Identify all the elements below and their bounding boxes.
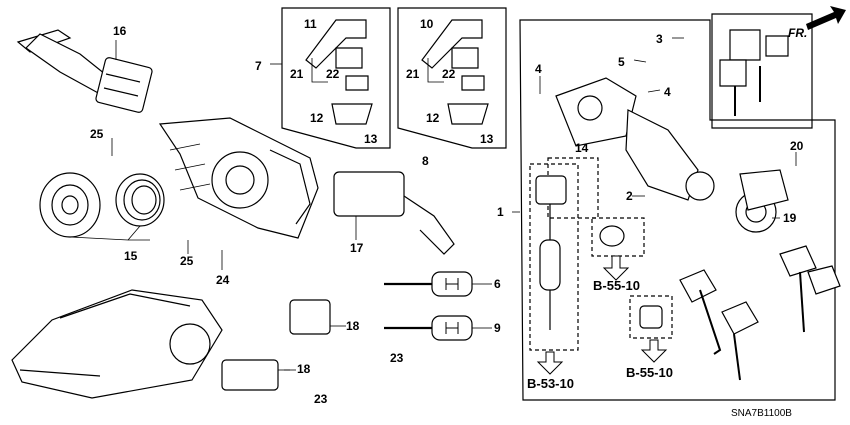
callout-23-b: 23: [314, 392, 328, 406]
spare-keys-part: [679, 245, 841, 381]
callout-23-a: 23: [390, 351, 404, 365]
callout-10: 10: [420, 17, 434, 31]
callout-21-a: 21: [290, 67, 304, 81]
door-cylinder-part: [221, 299, 340, 391]
master-keys-part: [719, 29, 789, 116]
leader-lines: [111, 37, 797, 371]
down-arrow-icon: [536, 351, 564, 375]
wiper-switch-part: [333, 171, 455, 255]
callout-21-b: 21: [406, 67, 420, 81]
callout-11: 11: [304, 17, 317, 31]
callout-13-a: 13: [364, 132, 378, 146]
direction-arrow-icon: [806, 6, 846, 30]
key-set-frame-8: [397, 7, 507, 149]
key-set-frame-7: [281, 7, 391, 149]
callout-1: 1: [497, 205, 504, 219]
callout-9: 9: [494, 321, 501, 335]
shift-cable-part: [535, 175, 567, 330]
callout-4-b: 4: [664, 85, 671, 99]
diagram-code: SNA7B1100B: [731, 408, 792, 419]
key-cylinder-part: [39, 172, 165, 241]
callout-18-b: 18: [297, 362, 311, 376]
callout-3: 3: [656, 32, 663, 46]
callout-5: 5: [618, 55, 625, 69]
callout-22-b: 22: [442, 67, 456, 81]
combination-switch-part: [16, 29, 153, 113]
reference-b-53-10: B-53-10: [527, 376, 574, 391]
callout-12-b: 12: [426, 111, 440, 125]
dashed-frame-cylinder: [629, 295, 673, 339]
callout-16: 16: [113, 24, 127, 38]
callout-12-a: 12: [310, 111, 324, 125]
callout-15: 15: [124, 249, 138, 263]
callout-8: 8: [422, 154, 429, 168]
assembly-frame-1: [519, 19, 836, 401]
key-switch-part: [599, 225, 625, 247]
ignition-lock-part: [555, 77, 715, 201]
callout-25-b: 25: [180, 254, 194, 268]
callout-18-a: 18: [346, 319, 360, 333]
key-frame-small: [711, 13, 813, 129]
callout-6: 6: [494, 277, 501, 291]
blank-keys-part: [384, 271, 484, 341]
ignition-cylinder-part: [735, 169, 789, 233]
callout-2: 2: [626, 189, 633, 203]
remote-keys-part: [305, 19, 489, 125]
callout-24: 24: [216, 273, 230, 287]
honda-logo-icon: [445, 278, 459, 334]
callout-20: 20: [790, 139, 804, 153]
callout-14: 14: [575, 141, 589, 155]
down-arrow-icon: [640, 339, 668, 363]
callout-4-a: 4: [535, 62, 542, 76]
callout-25-a: 25: [90, 127, 104, 141]
lock-cylinder-part: [639, 305, 663, 329]
down-arrow-icon: [602, 255, 630, 281]
callout-22-a: 22: [326, 67, 340, 81]
reference-b-55-10-a: B-55-10: [593, 278, 640, 293]
dashed-frame-actuator: [529, 163, 579, 351]
direction-label: FR.: [788, 26, 808, 40]
callout-17: 17: [350, 241, 364, 255]
vehicle-outline-part: [11, 289, 223, 399]
callout-19: 19: [783, 211, 797, 225]
reference-b-55-10-b: B-55-10: [626, 365, 673, 380]
column-housing-part: [158, 117, 319, 239]
callout-7: 7: [255, 59, 262, 73]
callout-13-b: 13: [480, 132, 494, 146]
